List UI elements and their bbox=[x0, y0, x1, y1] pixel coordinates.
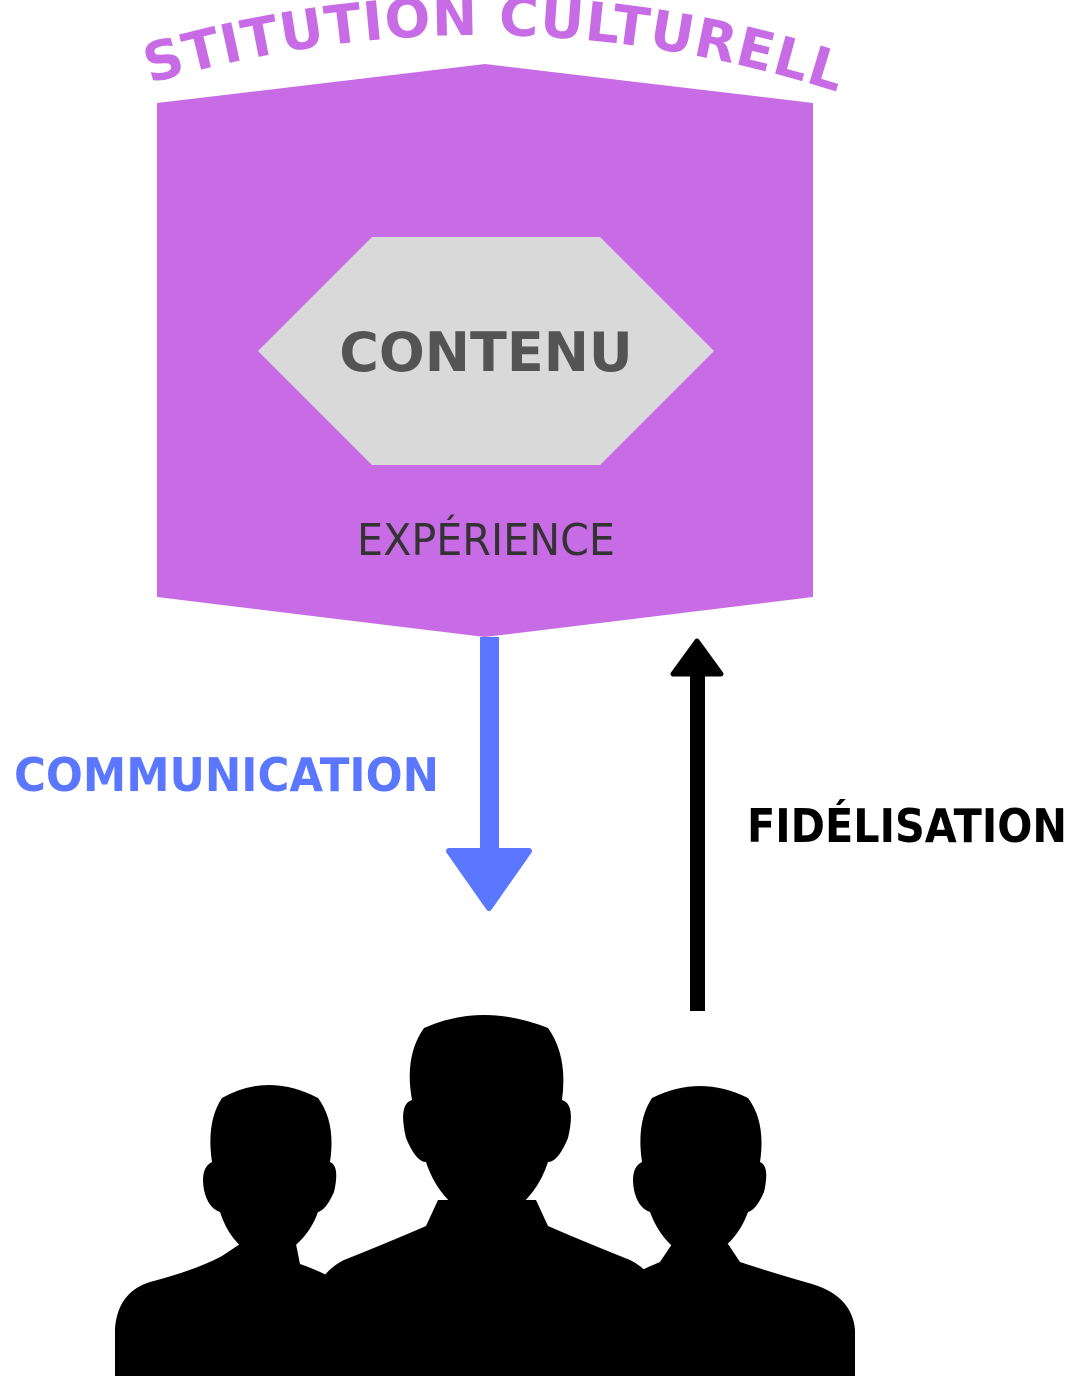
experience-label: EXPÉRIENCE bbox=[357, 513, 615, 566]
person-left-icon bbox=[115, 1085, 340, 1376]
person-right-icon bbox=[620, 1086, 855, 1376]
content-label: CONTENU bbox=[339, 321, 633, 384]
communication-label: COMMUNICATION bbox=[14, 748, 439, 802]
communication-arrow bbox=[446, 637, 532, 911]
content-hexagon bbox=[258, 237, 714, 465]
people-group-icon bbox=[115, 1015, 855, 1376]
fidelisation-label: FIDÉLISATION bbox=[747, 799, 1067, 853]
fidelisation-arrow bbox=[670, 638, 724, 1011]
person-center-icon bbox=[308, 1015, 666, 1376]
